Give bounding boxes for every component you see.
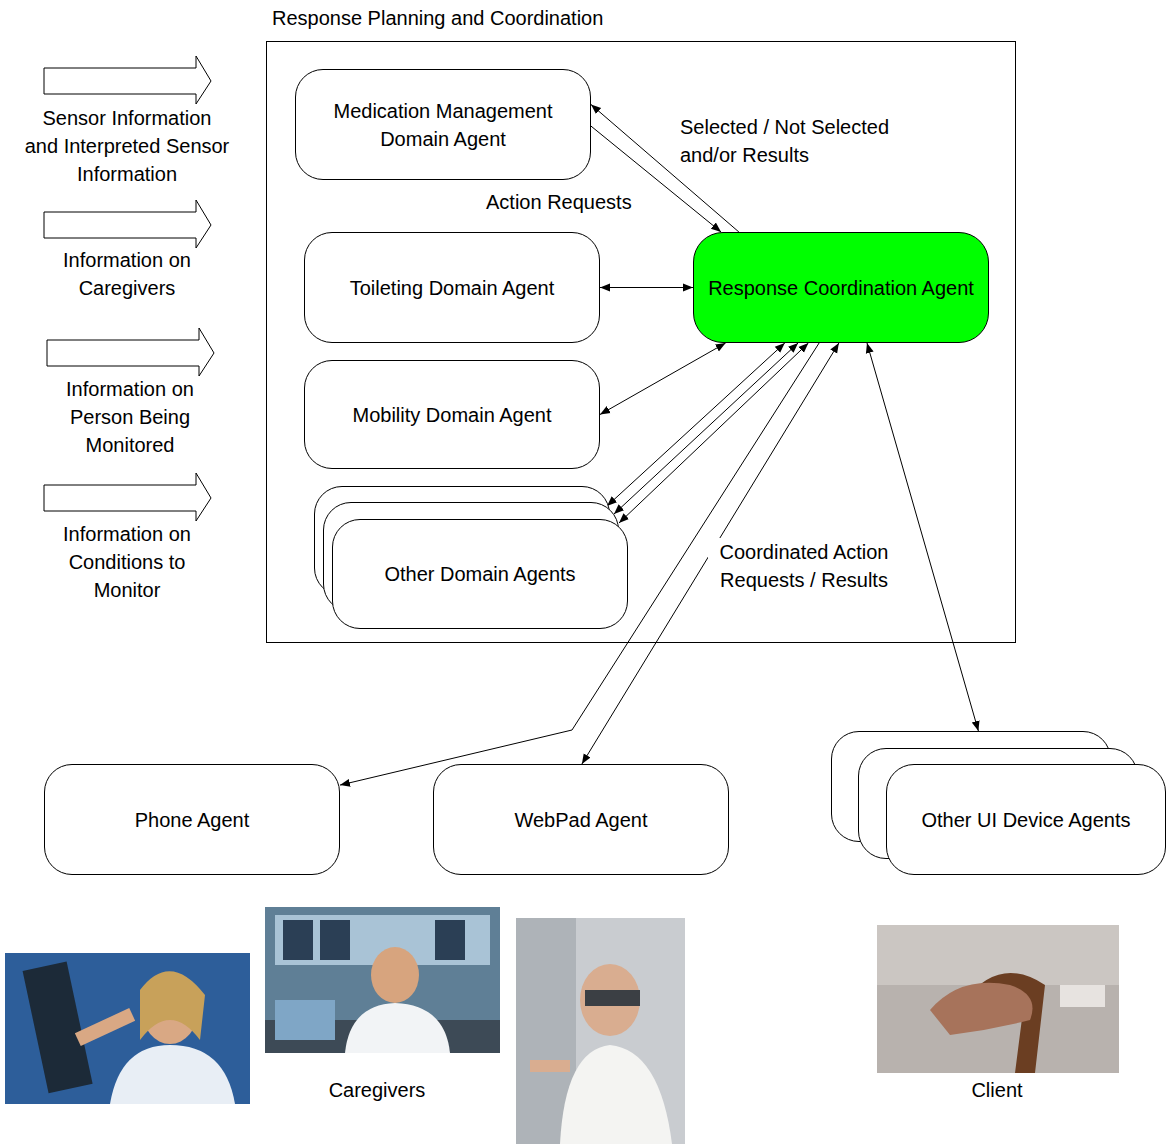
caregiver-photo — [5, 953, 250, 1104]
group-title: Response Planning and Coordination — [272, 7, 603, 30]
client-photo — [877, 925, 1119, 1073]
agent-stack: Other Domain Agents — [332, 519, 628, 629]
connector-arrow — [614, 343, 798, 514]
photo-caption: Client — [897, 1076, 1097, 1104]
device-agent-box: WebPad Agent — [433, 764, 729, 875]
connector-arrow — [867, 343, 978, 731]
agent-name: Medication Management Domain Agent — [308, 97, 578, 153]
connector-arrow — [619, 343, 808, 523]
input-arrow — [47, 328, 214, 376]
agent-name: Phone Agent — [135, 806, 250, 834]
connector-label: Action Requests — [486, 188, 632, 216]
connector-label: Coordinated Action Requests / Results — [708, 538, 900, 594]
coordinator-box: Response Coordination Agent — [693, 232, 989, 343]
agent-name: Response Coordination Agent — [708, 274, 974, 302]
agent-box: Medication Management Domain Agent — [295, 69, 591, 180]
device-agent-stack: Other UI Device Agents — [886, 764, 1166, 875]
input-label: Sensor Information and Interpreted Senso… — [25, 104, 230, 188]
input-arrow — [44, 200, 211, 248]
photo-caption: Caregivers — [277, 1076, 477, 1104]
agent-name: Toileting Domain Agent — [350, 274, 555, 302]
connector-arrow — [607, 343, 785, 506]
agent-name: Other UI Device Agents — [922, 806, 1131, 834]
connector-arrow — [600, 343, 726, 415]
input-arrow — [44, 473, 211, 521]
agent-name: WebPad Agent — [514, 806, 647, 834]
agent-box: Toileting Domain Agent — [304, 232, 600, 343]
agent-box: Mobility Domain Agent — [304, 360, 600, 469]
caregiver-photo — [265, 907, 500, 1053]
input-arrow — [44, 56, 211, 104]
caregiver-photo — [516, 918, 685, 1144]
connector-arrow — [600, 287, 693, 288]
device-agent-box: Phone Agent — [44, 764, 340, 875]
agent-name: Mobility Domain Agent — [353, 401, 552, 429]
input-label: Information on Caregivers — [42, 246, 212, 302]
connector-label: Selected / Not Selected and/or Results — [680, 113, 940, 169]
agent-name: Other Domain Agents — [384, 560, 575, 588]
input-label: Information on Person Being Monitored — [45, 375, 215, 459]
input-label: Information on Conditions to Monitor — [42, 520, 212, 604]
